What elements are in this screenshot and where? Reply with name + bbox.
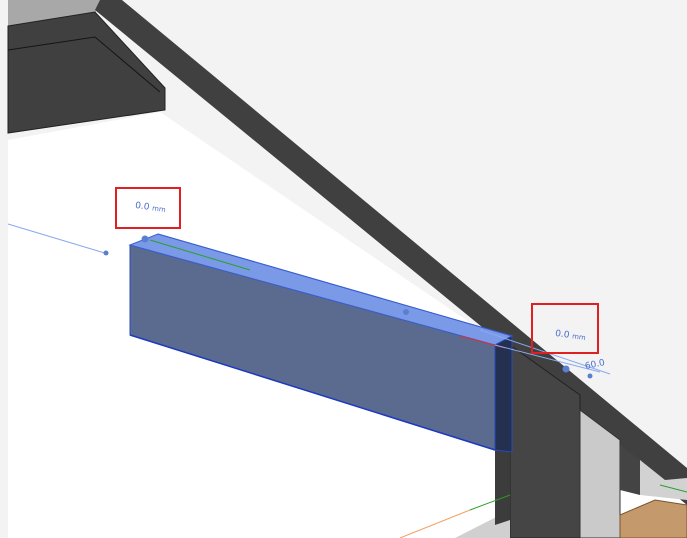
upper-gray-surface — [8, 0, 118, 26]
dimension-value: 0.0 — [134, 200, 151, 213]
post-lower — [495, 450, 510, 525]
dimension-unit: mm — [571, 332, 587, 343]
dimension-unit: mm — [151, 204, 167, 215]
dimension-lines[interactable] — [7, 223, 611, 379]
roof-beam[interactable] — [95, 0, 687, 505]
column-light[interactable] — [579, 409, 621, 538]
selected-beam[interactable] — [128, 233, 514, 453]
ledge — [640, 460, 687, 500]
highlight-box — [115, 187, 181, 229]
grip-handle[interactable] — [587, 373, 593, 379]
grip-handle[interactable] — [103, 250, 109, 256]
grip-handle[interactable] — [562, 365, 570, 373]
highlight-box — [531, 303, 599, 354]
column-back — [620, 445, 640, 495]
wood-block[interactable] — [619, 499, 687, 538]
dark-slab[interactable] — [7, 11, 166, 134]
grip-handle[interactable] — [403, 309, 409, 315]
dimension-value: 0.0 — [554, 328, 571, 341]
grip-handle[interactable] — [141, 235, 149, 243]
